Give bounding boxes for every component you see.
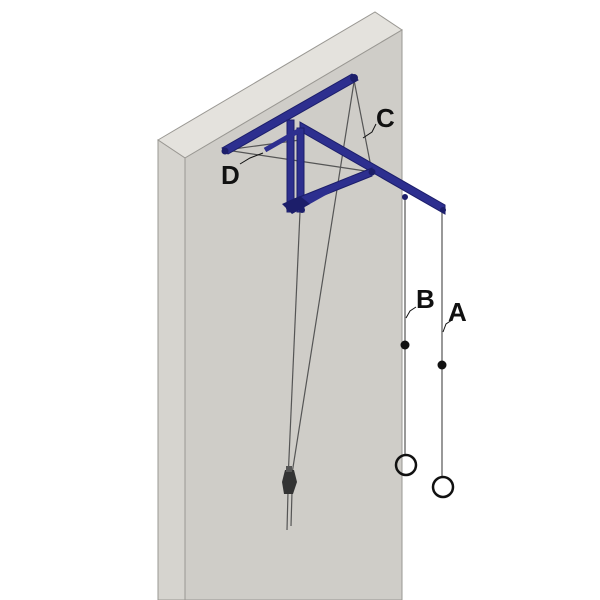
ring-a: [431, 475, 455, 499]
cable-tail-1: [286, 491, 289, 531]
ring-b: [394, 453, 418, 477]
leader-d: [239, 152, 264, 165]
frame-brace-1: [263, 127, 302, 153]
rope-grab-device: [282, 466, 297, 494]
frame-brace-2: [303, 176, 353, 207]
leader-a: [442, 319, 453, 333]
steel-frame: [221, 73, 446, 215]
pulley-d: [221, 147, 229, 155]
ball-b: [400, 340, 410, 350]
leader-lines: [239, 123, 453, 333]
leader-b: [405, 306, 417, 319]
label-d: D: [221, 160, 240, 190]
cable-c-diagonal: [353, 79, 373, 173]
rope-grab-handle: [286, 466, 292, 472]
pulley-c: [368, 168, 376, 176]
base-bolt-1: [286, 205, 292, 211]
base-bolt-2: [299, 207, 305, 213]
wall-left-edge-face: [157, 139, 186, 600]
pulley-a: [440, 207, 446, 213]
cable-tail-2: [290, 491, 293, 527]
label-a: A: [448, 297, 467, 327]
cable-main-down-2: [287, 211, 301, 481]
label-c: C: [376, 103, 395, 133]
label-b: B: [416, 284, 435, 314]
rope-grab-body: [282, 470, 297, 494]
leader-c: [362, 123, 377, 139]
wall: [157, 11, 403, 600]
pulley-top: [350, 74, 358, 82]
ball-a: [437, 360, 447, 370]
pulley-b: [402, 194, 408, 200]
wall-front-face: [184, 29, 403, 600]
rope-terminals: [394, 340, 455, 499]
